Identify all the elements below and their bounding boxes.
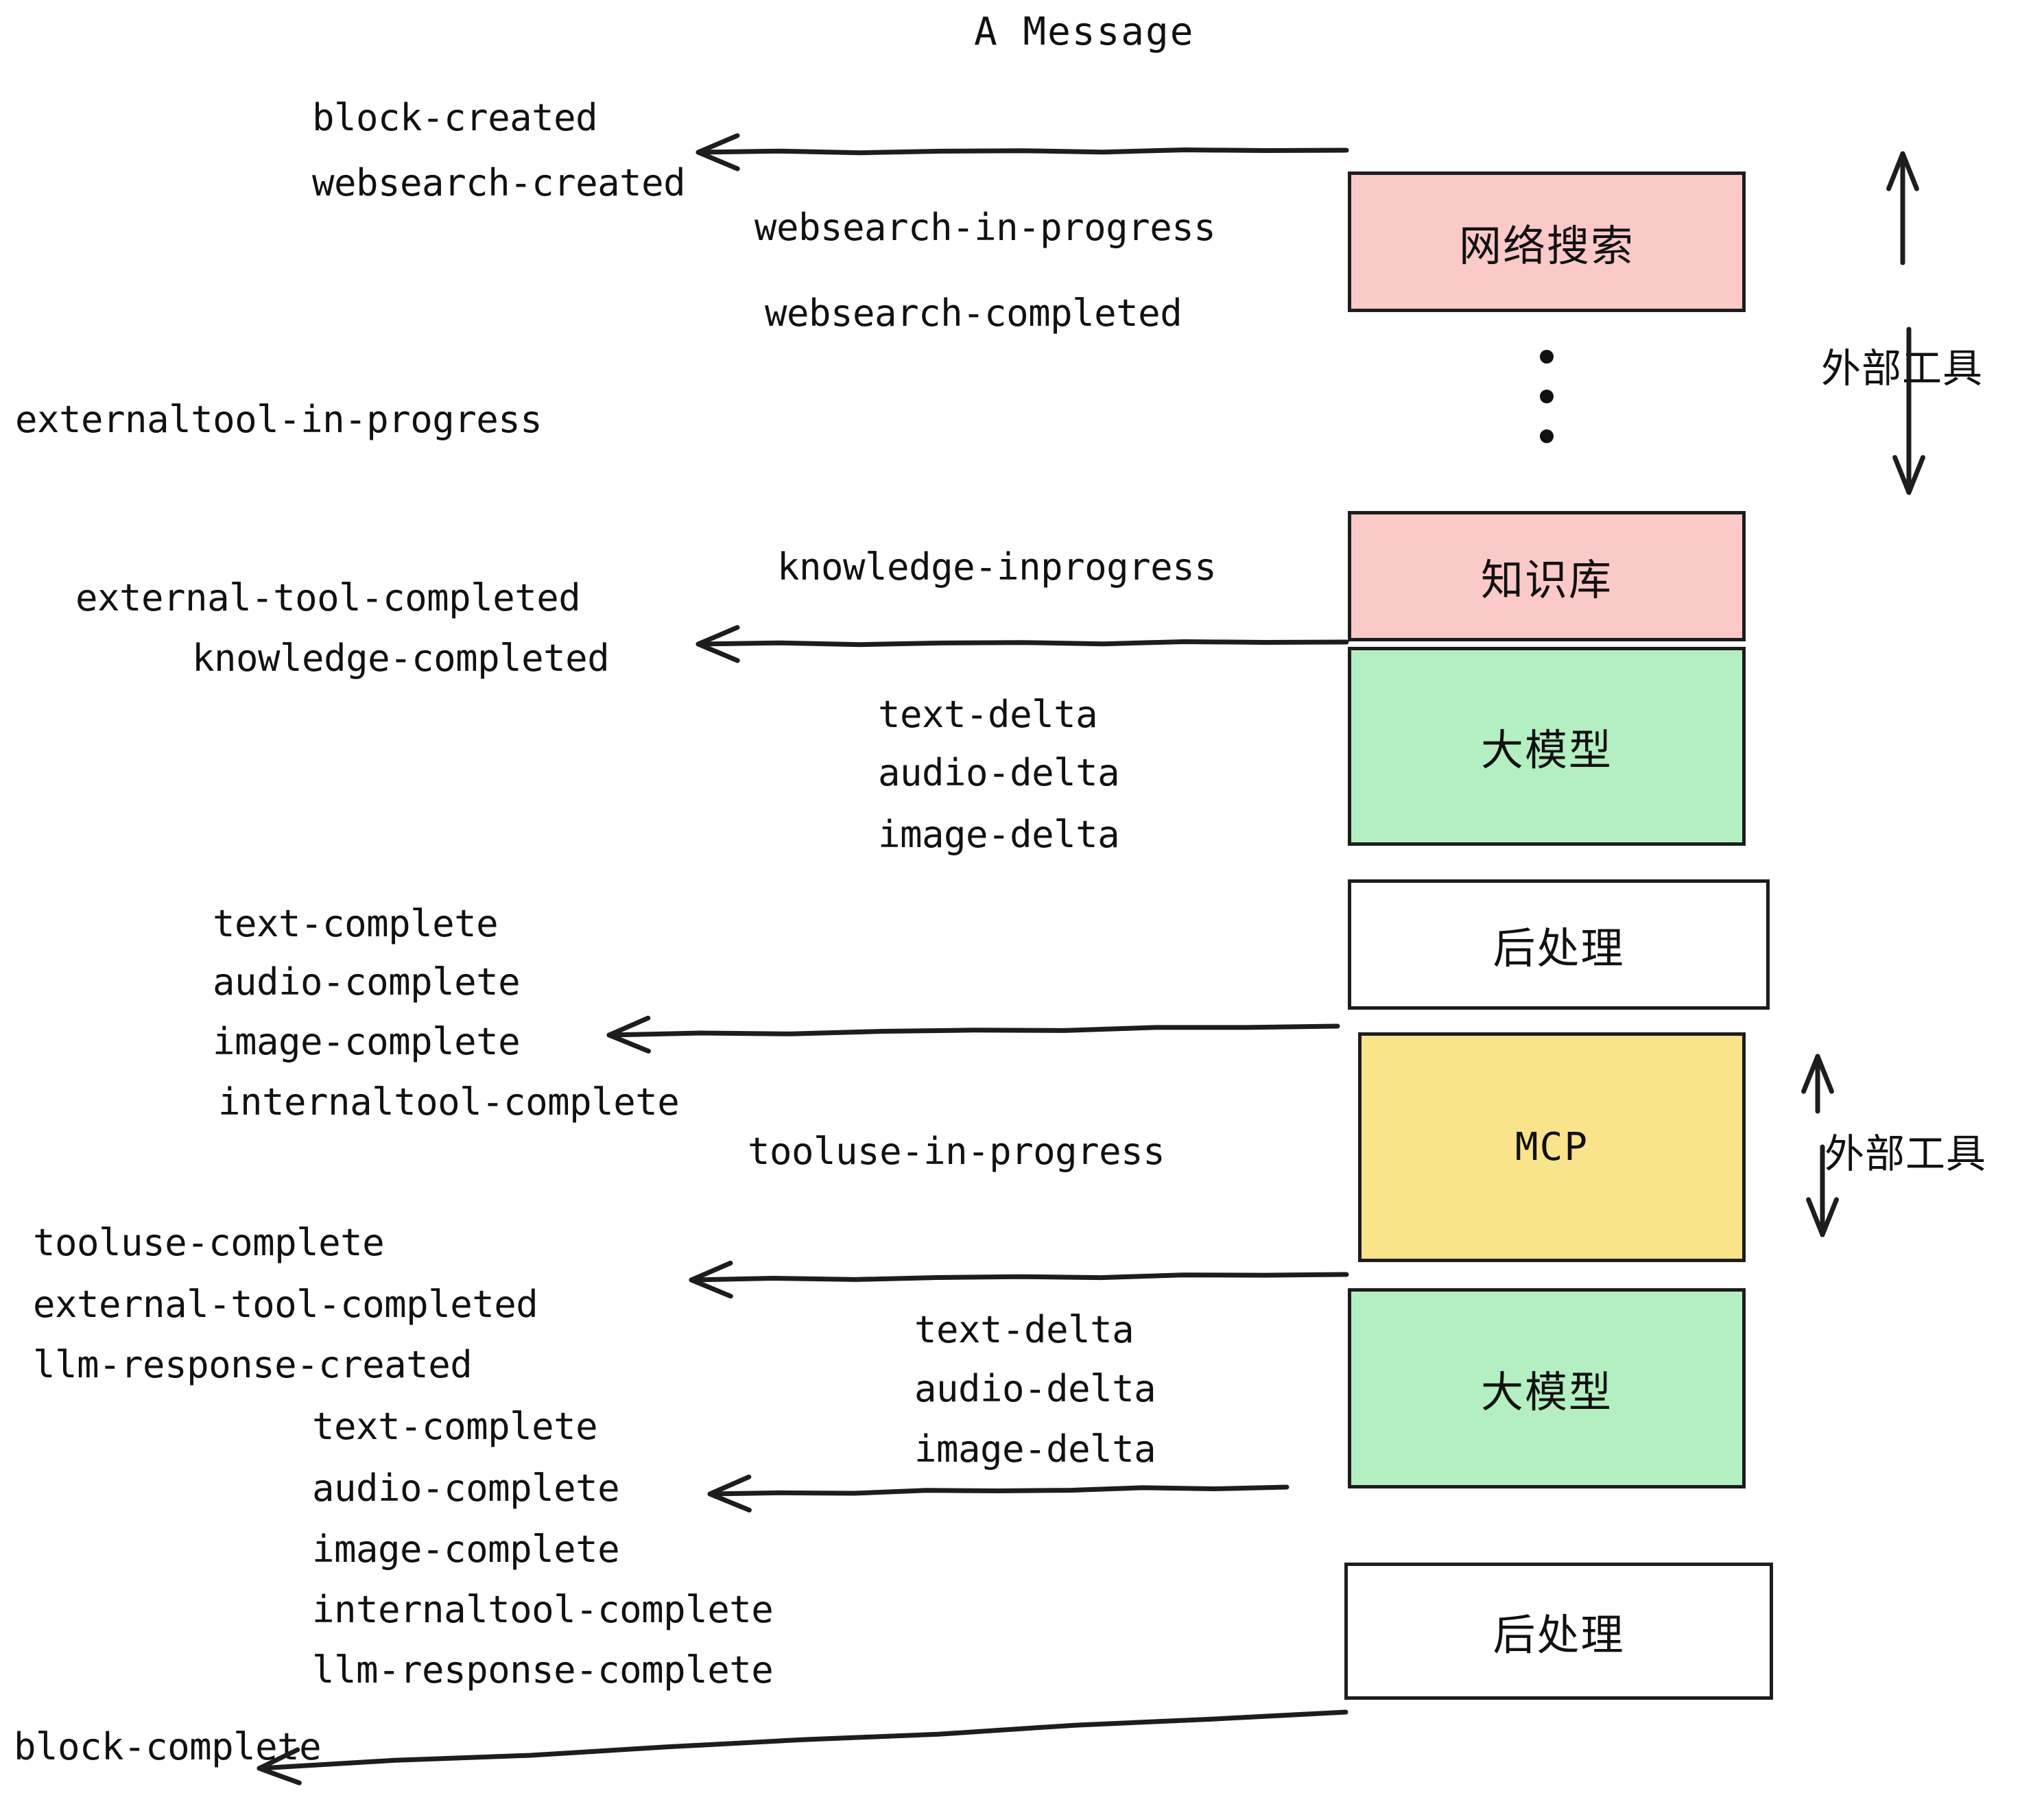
- arrow-mcp-to-tooluse: [689, 1260, 1349, 1299]
- node-label-postprocess-2: 后处理: [1493, 1610, 1625, 1660]
- event-label-audio-delta-2: audio-delta: [914, 1367, 1156, 1410]
- event-label-image-delta-1: image-delta: [878, 813, 1120, 856]
- node-mcp: MCP: [1358, 1032, 1746, 1262]
- arrow-knowledge-to-left: [696, 625, 1349, 663]
- node-postprocess-2: 后处理: [1344, 1563, 1773, 1700]
- ellipsis-dot: [1540, 429, 1554, 443]
- node-llm-2: 大模型: [1348, 1288, 1746, 1488]
- external-tools-up-bottom-arrow: [1801, 1054, 1834, 1114]
- event-label-tooluse-complete: tooluse-complete: [33, 1221, 385, 1264]
- event-label-text-delta-2: text-delta: [914, 1308, 1134, 1351]
- vertical-ellipsis-icon: [1540, 350, 1554, 469]
- event-label-text-complete-2: text-complete: [312, 1405, 598, 1448]
- event-label-externaltool-in-progress: externaltool-in-progress: [15, 398, 543, 441]
- event-label-llm-response-created: llm-response-created: [33, 1343, 473, 1386]
- side-label-external-tools-bottom: 外部工具: [1825, 1130, 1987, 1177]
- event-label-websearch-completed: websearch-completed: [765, 292, 1183, 335]
- node-label-knowledge: 知识库: [1480, 555, 1613, 605]
- event-label-block-complete: block-complete: [14, 1725, 322, 1768]
- node-label-llm-1: 大模型: [1480, 725, 1613, 775]
- event-label-text-complete-1: text-complete: [213, 902, 499, 945]
- event-label-image-complete-1: image-complete: [213, 1020, 521, 1063]
- event-label-internaltool-complete-2: internaltool-complete: [312, 1588, 774, 1631]
- event-label-external-tool-completed-1: external-tool-completed: [75, 576, 581, 619]
- event-label-external-tool-completed-2: external-tool-completed: [33, 1283, 538, 1326]
- node-knowledge: 知识库: [1348, 511, 1746, 641]
- arrow-post2-to-blockcomplete: [257, 1709, 1348, 1785]
- node-websearch: 网络搜索: [1348, 171, 1746, 312]
- event-label-knowledge-inprogress: knowledge-inprogress: [777, 545, 1217, 589]
- node-label-websearch: 网络搜索: [1458, 220, 1635, 271]
- node-postprocess-1: 后处理: [1348, 879, 1770, 1010]
- event-label-image-delta-2: image-delta: [914, 1427, 1156, 1471]
- event-label-websearch-in-progress: websearch-in-progress: [754, 206, 1216, 249]
- event-label-text-delta-1: text-delta: [878, 693, 1098, 736]
- event-label-knowledge-completed: knowledge-completed: [192, 637, 610, 680]
- arrow-llm2-to-audio: [707, 1474, 1290, 1512]
- arrow-llm1-to-image: [606, 1015, 1340, 1054]
- arrow-websearch-to-block: [696, 133, 1349, 171]
- diagram-title: A Message: [974, 10, 1195, 54]
- event-label-image-complete-2: image-complete: [312, 1528, 620, 1571]
- event-label-websearch-created: websearch-created: [312, 161, 686, 204]
- node-label-mcp: MCP: [1514, 1125, 1589, 1170]
- event-label-audio-delta-1: audio-delta: [878, 751, 1120, 794]
- node-label-postprocess-1: 后处理: [1493, 923, 1625, 973]
- event-label-llm-response-complete: llm-response-complete: [312, 1648, 774, 1692]
- ellipsis-dot: [1540, 350, 1554, 364]
- side-label-external-tools-top: 外部工具: [1821, 345, 1984, 392]
- ellipsis-dot: [1540, 390, 1554, 403]
- event-label-block-created: block-created: [312, 96, 598, 139]
- event-label-audio-complete-1: audio-complete: [213, 960, 521, 1004]
- event-label-internaltool-complete-1: internaltool-complete: [218, 1080, 680, 1124]
- node-label-llm-2: 大模型: [1480, 1367, 1613, 1417]
- external-tools-up-top-arrow: [1886, 151, 1919, 265]
- node-llm-1: 大模型: [1348, 647, 1746, 846]
- event-label-tooluse-in-progress: tooluse-in-progress: [748, 1130, 1165, 1173]
- event-label-audio-complete-2: audio-complete: [312, 1467, 620, 1510]
